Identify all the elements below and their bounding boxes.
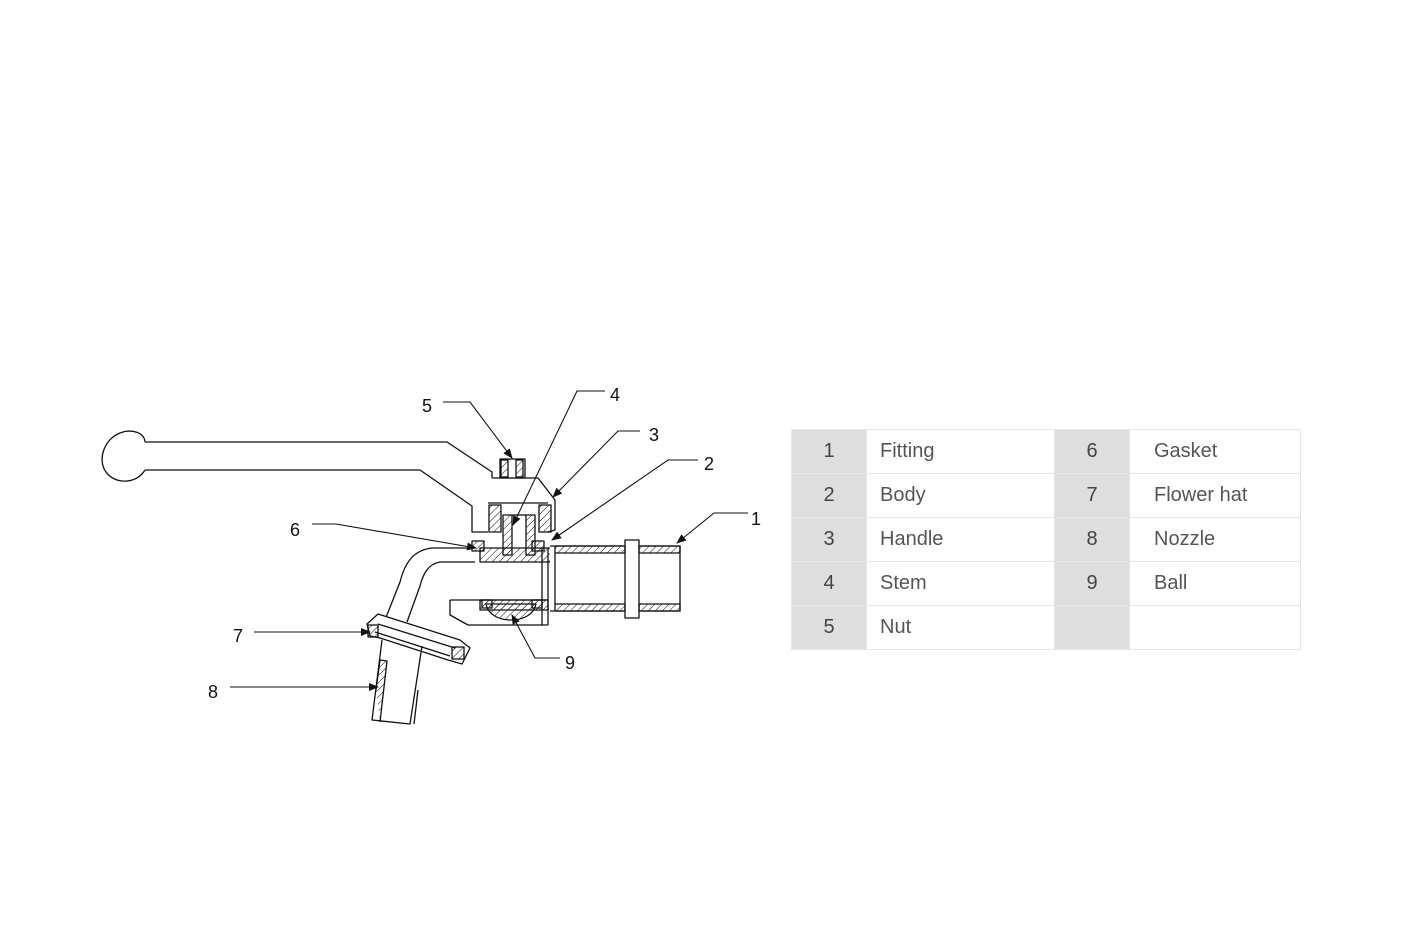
part-number: 8 (1054, 517, 1130, 562)
empty-cell (1054, 605, 1130, 650)
part-number: 1 (791, 429, 867, 474)
fitting (550, 539, 681, 619)
part-number: 5 (791, 605, 867, 650)
callout-5: 5 (422, 396, 432, 416)
callout-8: 8 (208, 682, 218, 702)
callout-6: 6 (290, 520, 300, 540)
part-number: 9 (1054, 561, 1130, 606)
callout-2: 2 (704, 454, 714, 474)
part-number: 2 (791, 473, 867, 518)
part-name: Ball (1129, 561, 1301, 606)
table-row: 5 Nut (791, 605, 1301, 650)
table-row: 3 Handle 8 Nozzle (791, 517, 1301, 562)
table-row: 4 Stem 9 Ball (791, 561, 1301, 606)
callout-3: 3 (649, 425, 659, 445)
table-row: 1 Fitting 6 Gasket (791, 429, 1301, 474)
callout-4: 4 (610, 385, 620, 405)
part-name: Handle (866, 517, 1055, 562)
part-name: Body (866, 473, 1055, 518)
part-number: 7 (1054, 473, 1130, 518)
callout-7: 7 (233, 626, 243, 646)
part-name: Fitting (866, 429, 1055, 474)
empty-cell (1129, 605, 1301, 650)
part-number: 4 (791, 561, 867, 606)
handle-lever (101, 430, 556, 533)
table-row: 2 Body 7 Flower hat (791, 473, 1301, 518)
part-number: 6 (1054, 429, 1130, 474)
flower-hat (366, 613, 471, 665)
parts-legend-table: 1 Fitting 6 Gasket 2 Body 7 Flower hat 3… (791, 429, 1301, 650)
valve-section-diagram: 1 2 3 4 5 6 7 8 9 (101, 385, 761, 725)
callout-1: 1 (751, 509, 761, 529)
part-number: 3 (791, 517, 867, 562)
callout-9: 9 (565, 653, 575, 673)
part-name: Nut (866, 605, 1055, 650)
nut (499, 458, 526, 479)
ball (481, 599, 543, 621)
part-name: Gasket (1129, 429, 1301, 474)
nozzle (371, 639, 423, 725)
part-name: Flower hat (1129, 473, 1301, 518)
part-name: Nozzle (1129, 517, 1301, 562)
part-name: Stem (866, 561, 1055, 606)
